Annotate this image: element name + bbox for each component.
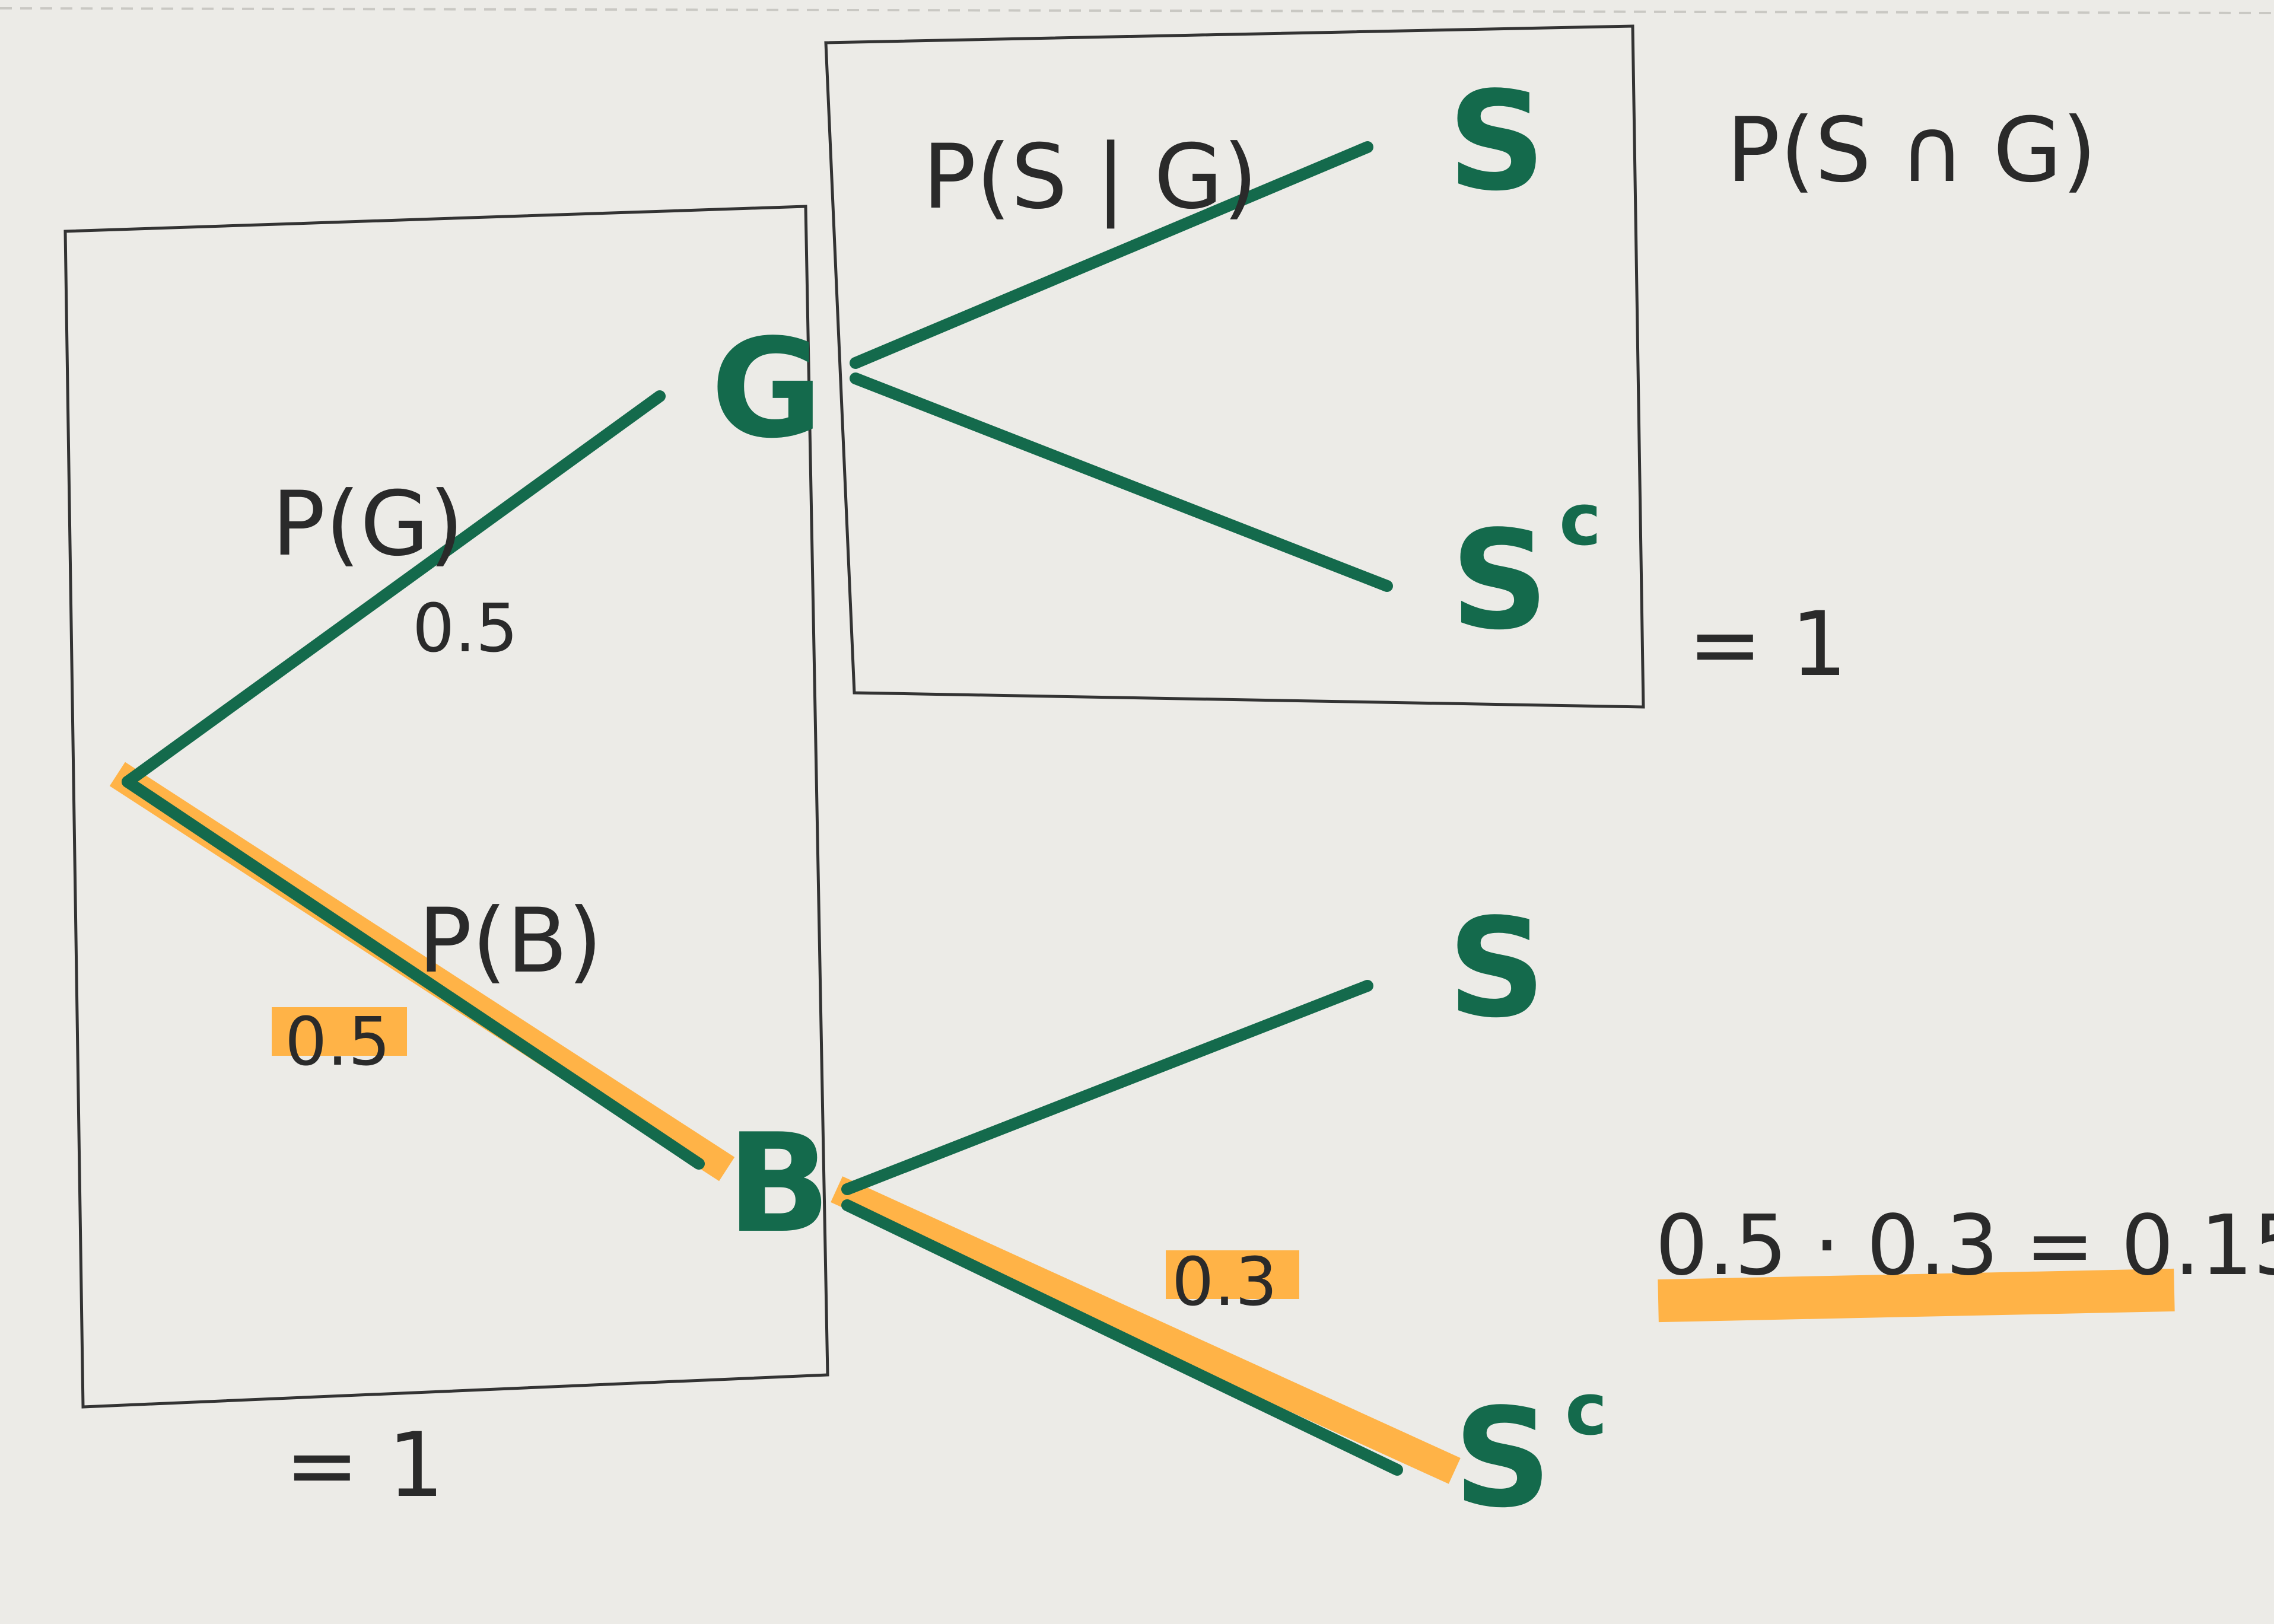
branch-root-to-b: [122, 776, 705, 1170]
label-p-s-given-g: P(S | G): [923, 126, 1258, 229]
node-sc-top-superscript: c: [1559, 479, 1601, 562]
node-s-top: S: [1448, 63, 1546, 221]
label-p-b-value: 0.5: [285, 1004, 390, 1081]
conditional-box: [824, 24, 1645, 709]
node-s-bottom: S: [1448, 890, 1546, 1048]
highlight-p-sc-given-b-value: [1166, 1250, 1299, 1299]
node-b: B: [727, 1105, 831, 1263]
branch-g-to-sc: [850, 372, 1393, 592]
label-p-b: P(B): [418, 890, 602, 993]
paper-edge-line: [0, 7, 2274, 14]
sum-top-box: = 1: [1688, 593, 1847, 696]
branch-b-to-s: [841, 980, 1373, 1195]
sum-left-box: = 1: [285, 1414, 444, 1517]
label-p-g: P(G): [272, 473, 464, 576]
node-g: G: [711, 310, 823, 469]
branch-b-to-sc: [841, 1199, 1403, 1476]
node-sc-bottom-superscript: c: [1565, 1369, 1607, 1451]
highlight-branch-sc-bottom: [831, 1176, 1461, 1484]
product-formula: 0.5 · 0.3 = 0.15: [1655, 1198, 2274, 1294]
branch-root-to-g: [122, 390, 666, 788]
first-stage-box: [63, 205, 829, 1409]
label-p-s-and-g: P(S ∩ G): [1726, 99, 2097, 202]
label-p-g-value: 0.5: [412, 590, 518, 667]
label-p-sc-given-b-value: 0.3: [1172, 1244, 1277, 1321]
node-sc-top: S: [1451, 502, 1549, 660]
highlight-p-b-value: [272, 1007, 407, 1056]
branch-g-to-s: [850, 141, 1373, 369]
node-sc-bottom: S: [1454, 1380, 1552, 1538]
highlight-product: [1658, 1268, 2175, 1323]
